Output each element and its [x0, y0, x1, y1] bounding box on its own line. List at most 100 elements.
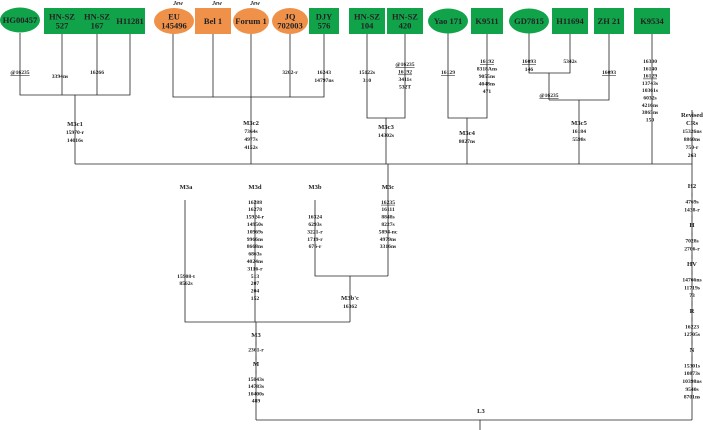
- mutation-label: L3: [477, 408, 485, 415]
- sample-label: EU: [168, 12, 180, 22]
- mutation-label: 513: [251, 274, 260, 280]
- sample-shape: [309, 8, 339, 34]
- mutation-label: 14766ns: [682, 278, 702, 284]
- mutation-label: 310: [363, 78, 372, 84]
- sample-label: H11694: [556, 16, 584, 26]
- mutation-label: 263: [688, 153, 697, 159]
- mutation-label: @16235: [539, 93, 558, 99]
- mutation-list: L3: [477, 408, 485, 415]
- sample-shape: [509, 8, 549, 34]
- tree-branches: [19, 33, 693, 430]
- sample-label: HN-SZ: [49, 12, 75, 22]
- mutation-label: 10400s: [248, 391, 265, 397]
- mutation-label: 9055ns: [479, 74, 496, 80]
- mutation-label: M: [253, 361, 260, 368]
- mutation-label: 7364s: [244, 129, 258, 135]
- jewish-sample-note: Jew: [211, 1, 223, 7]
- mutation-label: 10969s: [247, 229, 264, 235]
- mutation-label: M3: [251, 332, 261, 339]
- mutation-label: 14783s: [248, 384, 265, 390]
- mutation-label: |: [255, 355, 256, 361]
- mutation-label: 6293s: [308, 222, 322, 228]
- mutation-label: 10361s: [642, 88, 659, 94]
- mutation-label: 5894-nc: [379, 229, 398, 235]
- branch: [19, 33, 131, 96]
- mutation-label: M3c5: [571, 120, 587, 127]
- sample-label: Forum 1: [235, 16, 266, 26]
- sample-shape: [349, 8, 385, 34]
- mutation-label: 676-r: [309, 244, 322, 250]
- mutation-label: @16235: [10, 70, 29, 76]
- mutation-label: 16243: [317, 70, 331, 76]
- mutation-label: 4216ns: [642, 103, 659, 109]
- sample-shape: [471, 8, 503, 34]
- mutation-label: 16300: [643, 59, 657, 65]
- mutation-label: 532T: [399, 85, 411, 91]
- mutation-label: Revised: [681, 112, 703, 119]
- mutation-label: 15301s: [684, 363, 701, 369]
- mutation-label: M3c4: [459, 130, 475, 137]
- jewish-sample-note: Jew: [172, 1, 184, 7]
- mutation-label: 15924-r: [246, 215, 265, 221]
- mutation-label: 150: [646, 117, 655, 123]
- sample-label: 104: [361, 21, 375, 31]
- sample-shape: [79, 8, 115, 34]
- sample-label: 420: [399, 21, 412, 31]
- mutation-label: 4769s: [685, 200, 699, 206]
- mutation-label: 16192: [480, 59, 494, 65]
- mutation-label: 16184: [572, 129, 586, 135]
- mutation-label: 9540s: [685, 387, 699, 393]
- sample-shape: [195, 8, 231, 34]
- mutation-label: 152: [251, 296, 260, 302]
- mutation-label: 10873s: [684, 371, 701, 377]
- sample-label: ZH 21: [598, 16, 621, 26]
- mutation-label: 204: [251, 289, 260, 295]
- mutation-label: 16288: [248, 200, 262, 206]
- mutation-label: 207: [251, 281, 260, 287]
- branch: [314, 200, 388, 277]
- mutation-label: 73: [689, 293, 695, 299]
- sample-label: HN-SZ: [354, 12, 380, 22]
- sample-label: K9534: [640, 16, 664, 26]
- sample-shape: [44, 8, 80, 34]
- mutation-label: R: [690, 308, 695, 315]
- mutation-label: |: [691, 340, 692, 346]
- mutation-label: 10398ns: [682, 379, 702, 385]
- mutation-label: 4048ns: [479, 82, 496, 88]
- mutation-label: M3a: [180, 184, 194, 191]
- mutation-label: 6863s: [248, 252, 262, 258]
- mutation-label: 16266: [90, 70, 104, 76]
- sample-shape: [387, 8, 423, 34]
- mutation-label: 11719s: [684, 285, 701, 291]
- sample-shape: [154, 8, 194, 34]
- mutation-label: H: [689, 222, 695, 229]
- mutation-label: 750-r: [686, 145, 699, 151]
- mutation-label: 8562s: [179, 281, 193, 287]
- sample-node: GD7815: [509, 8, 549, 34]
- mutation-label: |: [255, 370, 256, 376]
- mutation-label: 3316ns: [380, 244, 397, 250]
- mutation-list: 3202-r: [282, 70, 298, 76]
- mutation-label: 5598s: [572, 137, 586, 143]
- sample-shape: [233, 8, 269, 34]
- mutation-label: 16093: [602, 70, 616, 76]
- sample-shape: [552, 8, 588, 34]
- mutation-label: 4024ns: [247, 259, 264, 265]
- sample-label: HN-SZ: [392, 12, 418, 22]
- sample-label: JQ: [285, 12, 296, 22]
- mutation-label: 14302s: [378, 133, 395, 139]
- sample-shape: [594, 8, 624, 34]
- mutation-label: 8227s: [381, 222, 395, 228]
- mutation-label: 2361-r: [248, 348, 264, 354]
- sample-label: Yao 171: [434, 16, 463, 26]
